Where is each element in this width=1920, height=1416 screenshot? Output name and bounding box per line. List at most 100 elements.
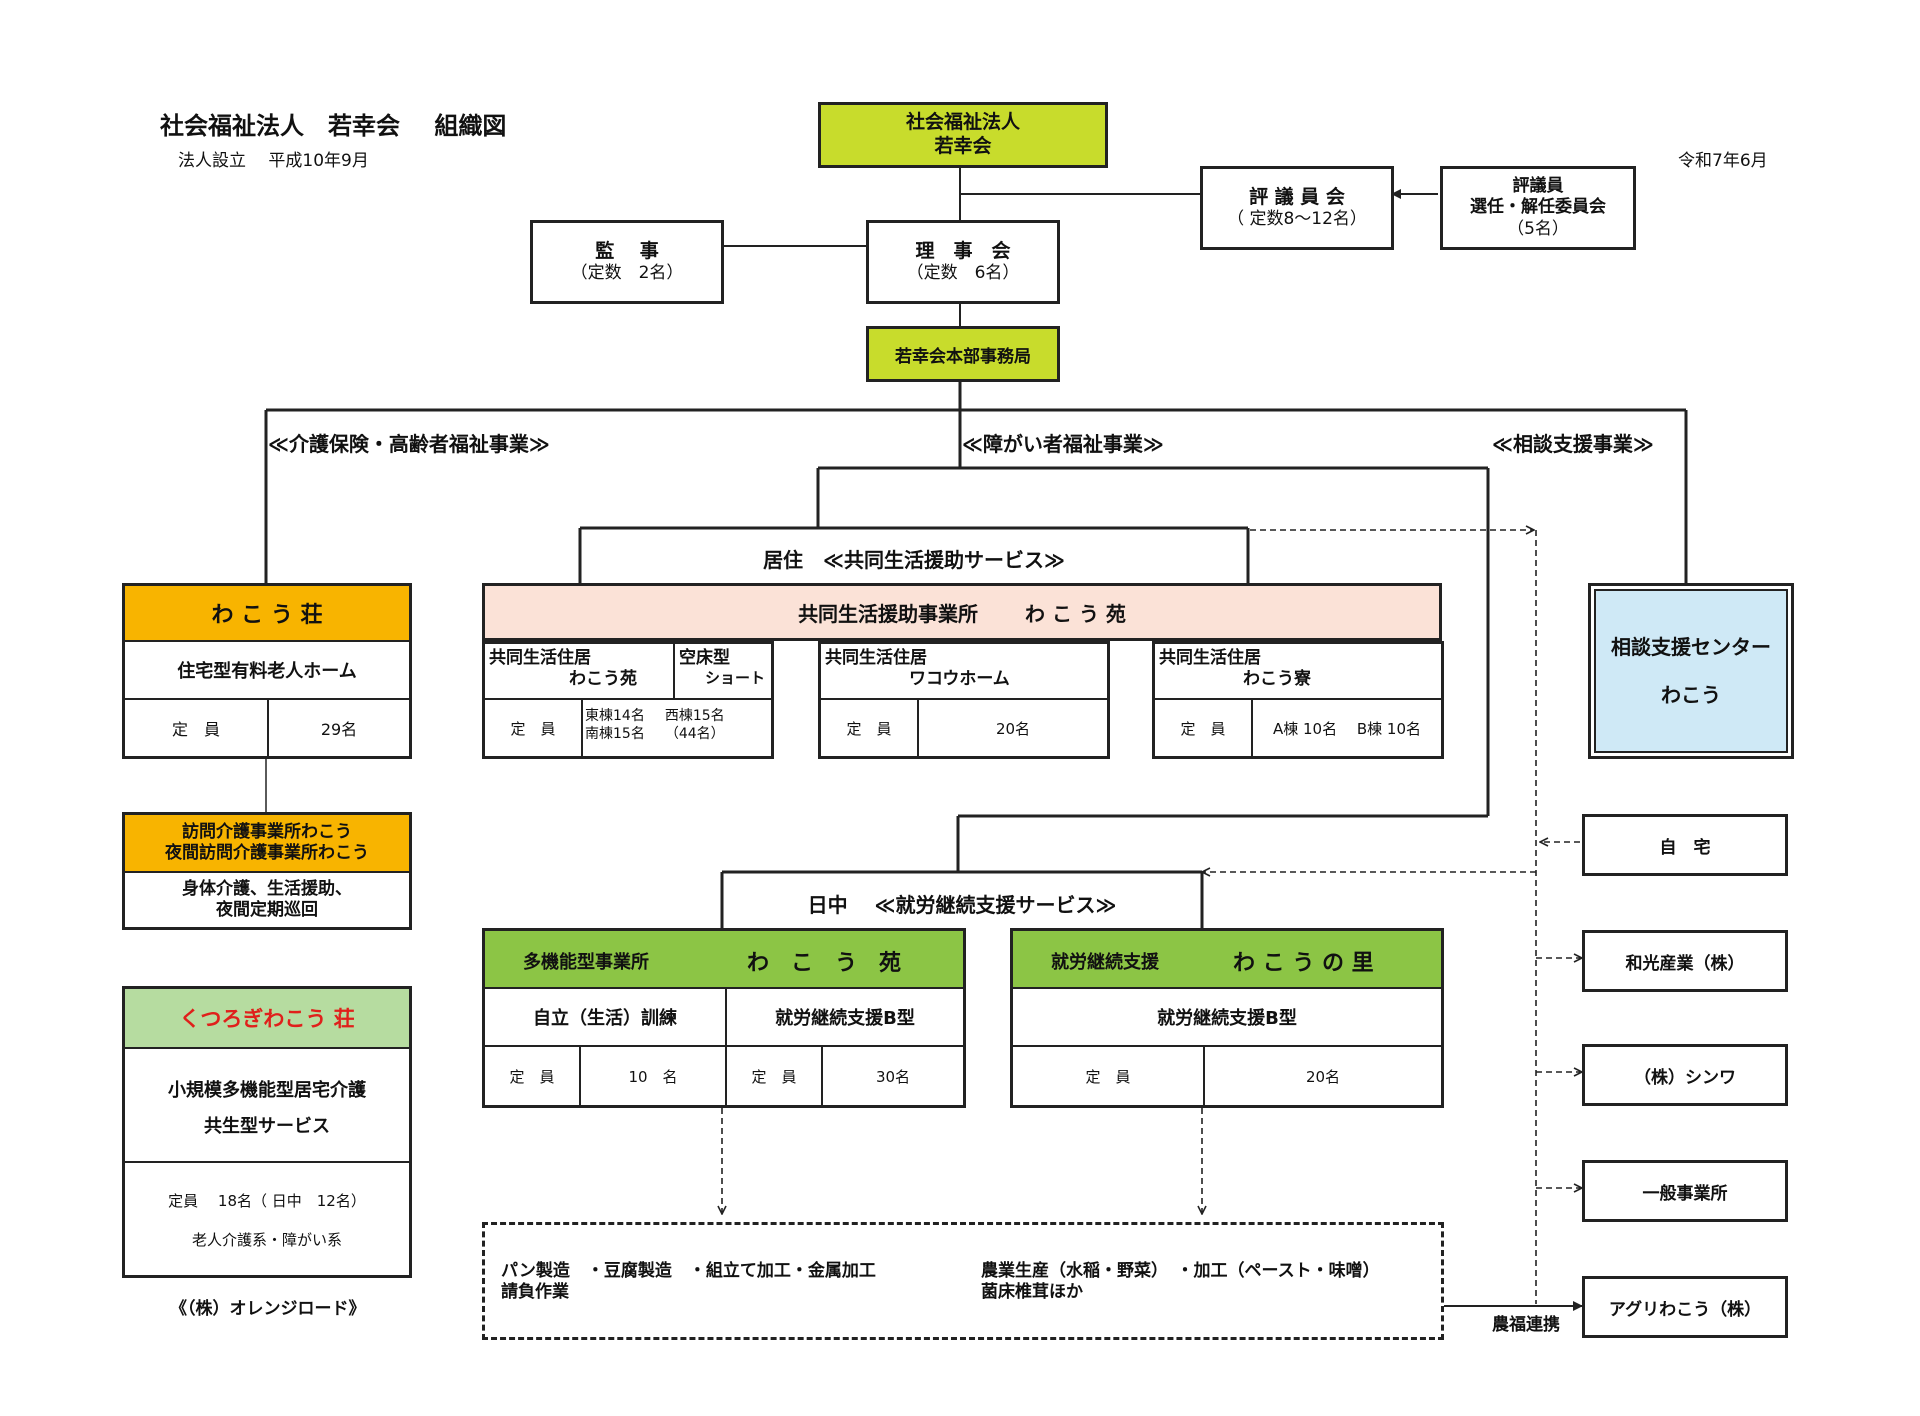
kutsurogi-operator: 《（株）オレンジロード》	[170, 1299, 366, 1319]
wakou-no-sato-capacity-label: 定 員	[1013, 1047, 1205, 1105]
council-capacity: （ 定数8～12名）	[1227, 209, 1367, 230]
multi-capacity-value2: 30名	[875, 1067, 911, 1086]
unit1-west: 西棟15名	[664, 708, 725, 724]
kutsurogi-note: 老人介護系・障がい系	[191, 1231, 342, 1249]
wakouso-box: わ こ う 荘 住宅型有料老人ホーム 定 員 29名	[122, 583, 412, 759]
unit1-total: （44名）	[664, 725, 725, 742]
kutsurogi-service1: 小規模多機能型居宅介護	[168, 1080, 366, 1102]
board-title: 理 事 会	[915, 239, 1011, 262]
wakou-no-sato-service: 就労継続支援B型	[1013, 989, 1441, 1047]
corporation-name: 若幸会	[934, 135, 992, 157]
unit2-type: 共同生活住居	[825, 648, 927, 668]
destination-home: 自 宅	[1582, 814, 1788, 876]
unit1-type: 共同生活住居	[489, 648, 591, 668]
division-consultation: ≪相談支援事業≫	[1492, 432, 1654, 456]
wakouso-capacity-value: 29名	[320, 720, 358, 739]
multi-service-b-type: 就労継続支援B型	[727, 989, 963, 1047]
multi-function-header: 多機能型事業所 わ こ う 苑	[485, 931, 963, 989]
unit1-title: 共同生活住居 わこう苑	[485, 644, 675, 700]
group-home-office-box: 共同生活援助事業所 わ こ う 苑	[482, 583, 1442, 641]
auditor-capacity: （定数 2名）	[570, 263, 684, 284]
night-visit-name: 夜間訪問介護事業所わこう	[165, 843, 369, 863]
work-left-line1: パン製造 ・豆腐製造 ・組立て加工・金属加工	[501, 1261, 876, 1281]
committee-line1: 評議員	[1512, 176, 1564, 197]
hq-office-box: 若幸会本部事務局	[866, 326, 1060, 382]
established-date: 法人設立 平成10年9月	[178, 151, 369, 171]
short-stay-label: ショート	[705, 669, 766, 688]
home-visit-title: 訪問介護事業所わこう 夜間訪問介護事業所わこう	[125, 815, 409, 873]
chart-name: 組織図	[434, 112, 507, 140]
wakouso-title: わ こ う 荘	[125, 586, 409, 642]
work-right-line1: 農業生産（水稲・野菜） ・加工（ペースト・味噌）	[981, 1261, 1380, 1281]
short-stay-cell: 空床型 ショート	[675, 644, 771, 700]
wakou-no-sato-box: 就労継続支援 わ こ う の 里 就労継続支援B型 定 員 20名	[1010, 928, 1444, 1108]
consultation-center-box: 相談支援センター わこう	[1588, 583, 1794, 759]
kutsurogi-service2: 共生型サービス	[204, 1116, 330, 1138]
unit3-name: わこう寮	[1243, 669, 1311, 690]
org-name: 社会福祉法人 若幸会	[160, 112, 400, 140]
short-stay-type: 空床型	[679, 648, 730, 668]
division-disability: ≪障がい者福祉事業≫	[962, 432, 1164, 456]
multi-capacity-value1: 10 名	[581, 1047, 727, 1105]
kutsurogi-capacity: 定員 18名（ 日中 12名）	[168, 1192, 366, 1210]
kutsurogi-box: くつろぎわこう 荘 小規模多機能型居宅介護 共生型サービス 定員 18名（ 日中…	[122, 986, 412, 1278]
residence-unit1-box: 共同生活住居 わこう苑 空床型 ショート 定 員 東棟14名 西棟15名 南棟15…	[482, 641, 774, 759]
unit1-name: わこう苑	[569, 669, 637, 690]
board-box: 理 事 会 （定数 6名）	[866, 220, 1060, 304]
home-visit-desc1: 身体介護、生活援助、	[182, 878, 352, 899]
unit2-name: ワコウホーム	[909, 669, 1010, 690]
council-box: 評 議 員 会 （ 定数8～12名）	[1200, 166, 1394, 250]
unit3-capacity-value: A棟 10名 B棟 10名	[1272, 719, 1422, 738]
multi-service-training: 自立（生活）訓練	[485, 989, 727, 1047]
board-capacity: （定数 6名）	[906, 263, 1020, 284]
destination-wako-sangyo: 和光産業（株）	[1582, 930, 1788, 992]
selection-committee-box: 評議員 選任・解任委員会 （5名）	[1440, 166, 1636, 250]
kutsurogi-services: 小規模多機能型居宅介護 共生型サービス	[125, 1049, 409, 1163]
work-right-line2: 菌床椎茸ほか	[981, 1282, 1083, 1303]
multi-capacity-label1: 定 員	[485, 1047, 581, 1105]
auditor-title: 監 事	[595, 239, 659, 262]
unit3-title: 共同生活住居 わこう寮	[1155, 644, 1441, 700]
home-visit-name: 訪問介護事業所わこう	[182, 821, 352, 842]
council-title: 評 議 員 会	[1249, 185, 1345, 208]
revision-date: 令和7年6月	[1678, 151, 1768, 171]
page-title: 社会福祉法人 若幸会 組織図	[160, 106, 506, 141]
residence-unit2-box: 共同生活住居 ワコウホーム 定 員 20名	[818, 641, 1110, 759]
unit1-capacity-values: 東棟14名 西棟15名 南棟15名 （44名）	[583, 700, 771, 756]
wakou-no-sato-name: わ こ う の 里	[1233, 951, 1374, 976]
division-elderly: ≪介護保険・高齢者福祉事業≫	[268, 432, 550, 456]
home-visit-box: 訪問介護事業所わこう 夜間訪問介護事業所わこう 身体介護、生活援助、 夜間定期巡…	[122, 812, 412, 930]
multi-capacity-label2: 定 員	[727, 1047, 823, 1105]
unit3-type: 共同生活住居	[1159, 648, 1261, 668]
wakouso-capacity-label: 定 員	[125, 700, 269, 756]
committee-line2: 選任・解任委員会	[1470, 197, 1606, 218]
hq-office-label: 若幸会本部事務局	[895, 346, 1031, 367]
destination-agri-wakou: アグリわこう（株）	[1582, 1276, 1788, 1338]
work-contents-box: パン製造 ・豆腐製造 ・組立て加工・金属加工 請負作業 農業生産（水稲・野菜） …	[482, 1222, 1444, 1340]
kutsurogi-details: 定員 18名（ 日中 12名） 老人介護系・障がい系	[125, 1165, 409, 1277]
unit1-south: 南棟15名	[585, 725, 645, 742]
unit2-capacity-label: 定 員	[821, 700, 919, 756]
home-visit-desc2: 夜間定期巡回	[216, 900, 318, 920]
wakouso-type: 住宅型有料老人ホーム	[125, 642, 409, 700]
multi-function-name: わ こ う 苑	[747, 951, 902, 976]
committee-capacity: （5名）	[1507, 218, 1569, 239]
work-left-line2: 請負作業	[501, 1282, 569, 1303]
unit2-title: 共同生活住居 ワコウホーム	[821, 644, 1107, 700]
agri-welfare-link-label: 農福連携	[1492, 1315, 1560, 1335]
destination-general: 一般事業所	[1582, 1160, 1788, 1222]
group-home-office-label: 共同生活援助事業所 わ こ う 苑	[798, 601, 1126, 626]
work-contents-right: 農業生産（水稲・野菜） ・加工（ペースト・味噌） 菌床椎茸ほか	[981, 1261, 1380, 1304]
home-visit-services: 身体介護、生活援助、 夜間定期巡回	[125, 873, 409, 927]
wakou-no-sato-type: 就労継続支援	[1051, 952, 1159, 973]
corporation-box: 社会福祉法人 若幸会	[818, 102, 1108, 168]
multi-function-type: 多機能型事業所	[523, 952, 649, 973]
unit3-capacity-label: 定 員	[1155, 700, 1253, 756]
kutsurogi-title: くつろぎわこう 荘	[125, 989, 409, 1049]
unit1-capacity-label: 定 員	[485, 700, 583, 756]
unit1-east: 東棟14名	[585, 708, 645, 724]
residence-header: 居住 ≪共同生活援助サービス≫	[763, 547, 1065, 572]
daytime-header: 日中 ≪就労継続支援サービス≫	[807, 892, 1117, 917]
